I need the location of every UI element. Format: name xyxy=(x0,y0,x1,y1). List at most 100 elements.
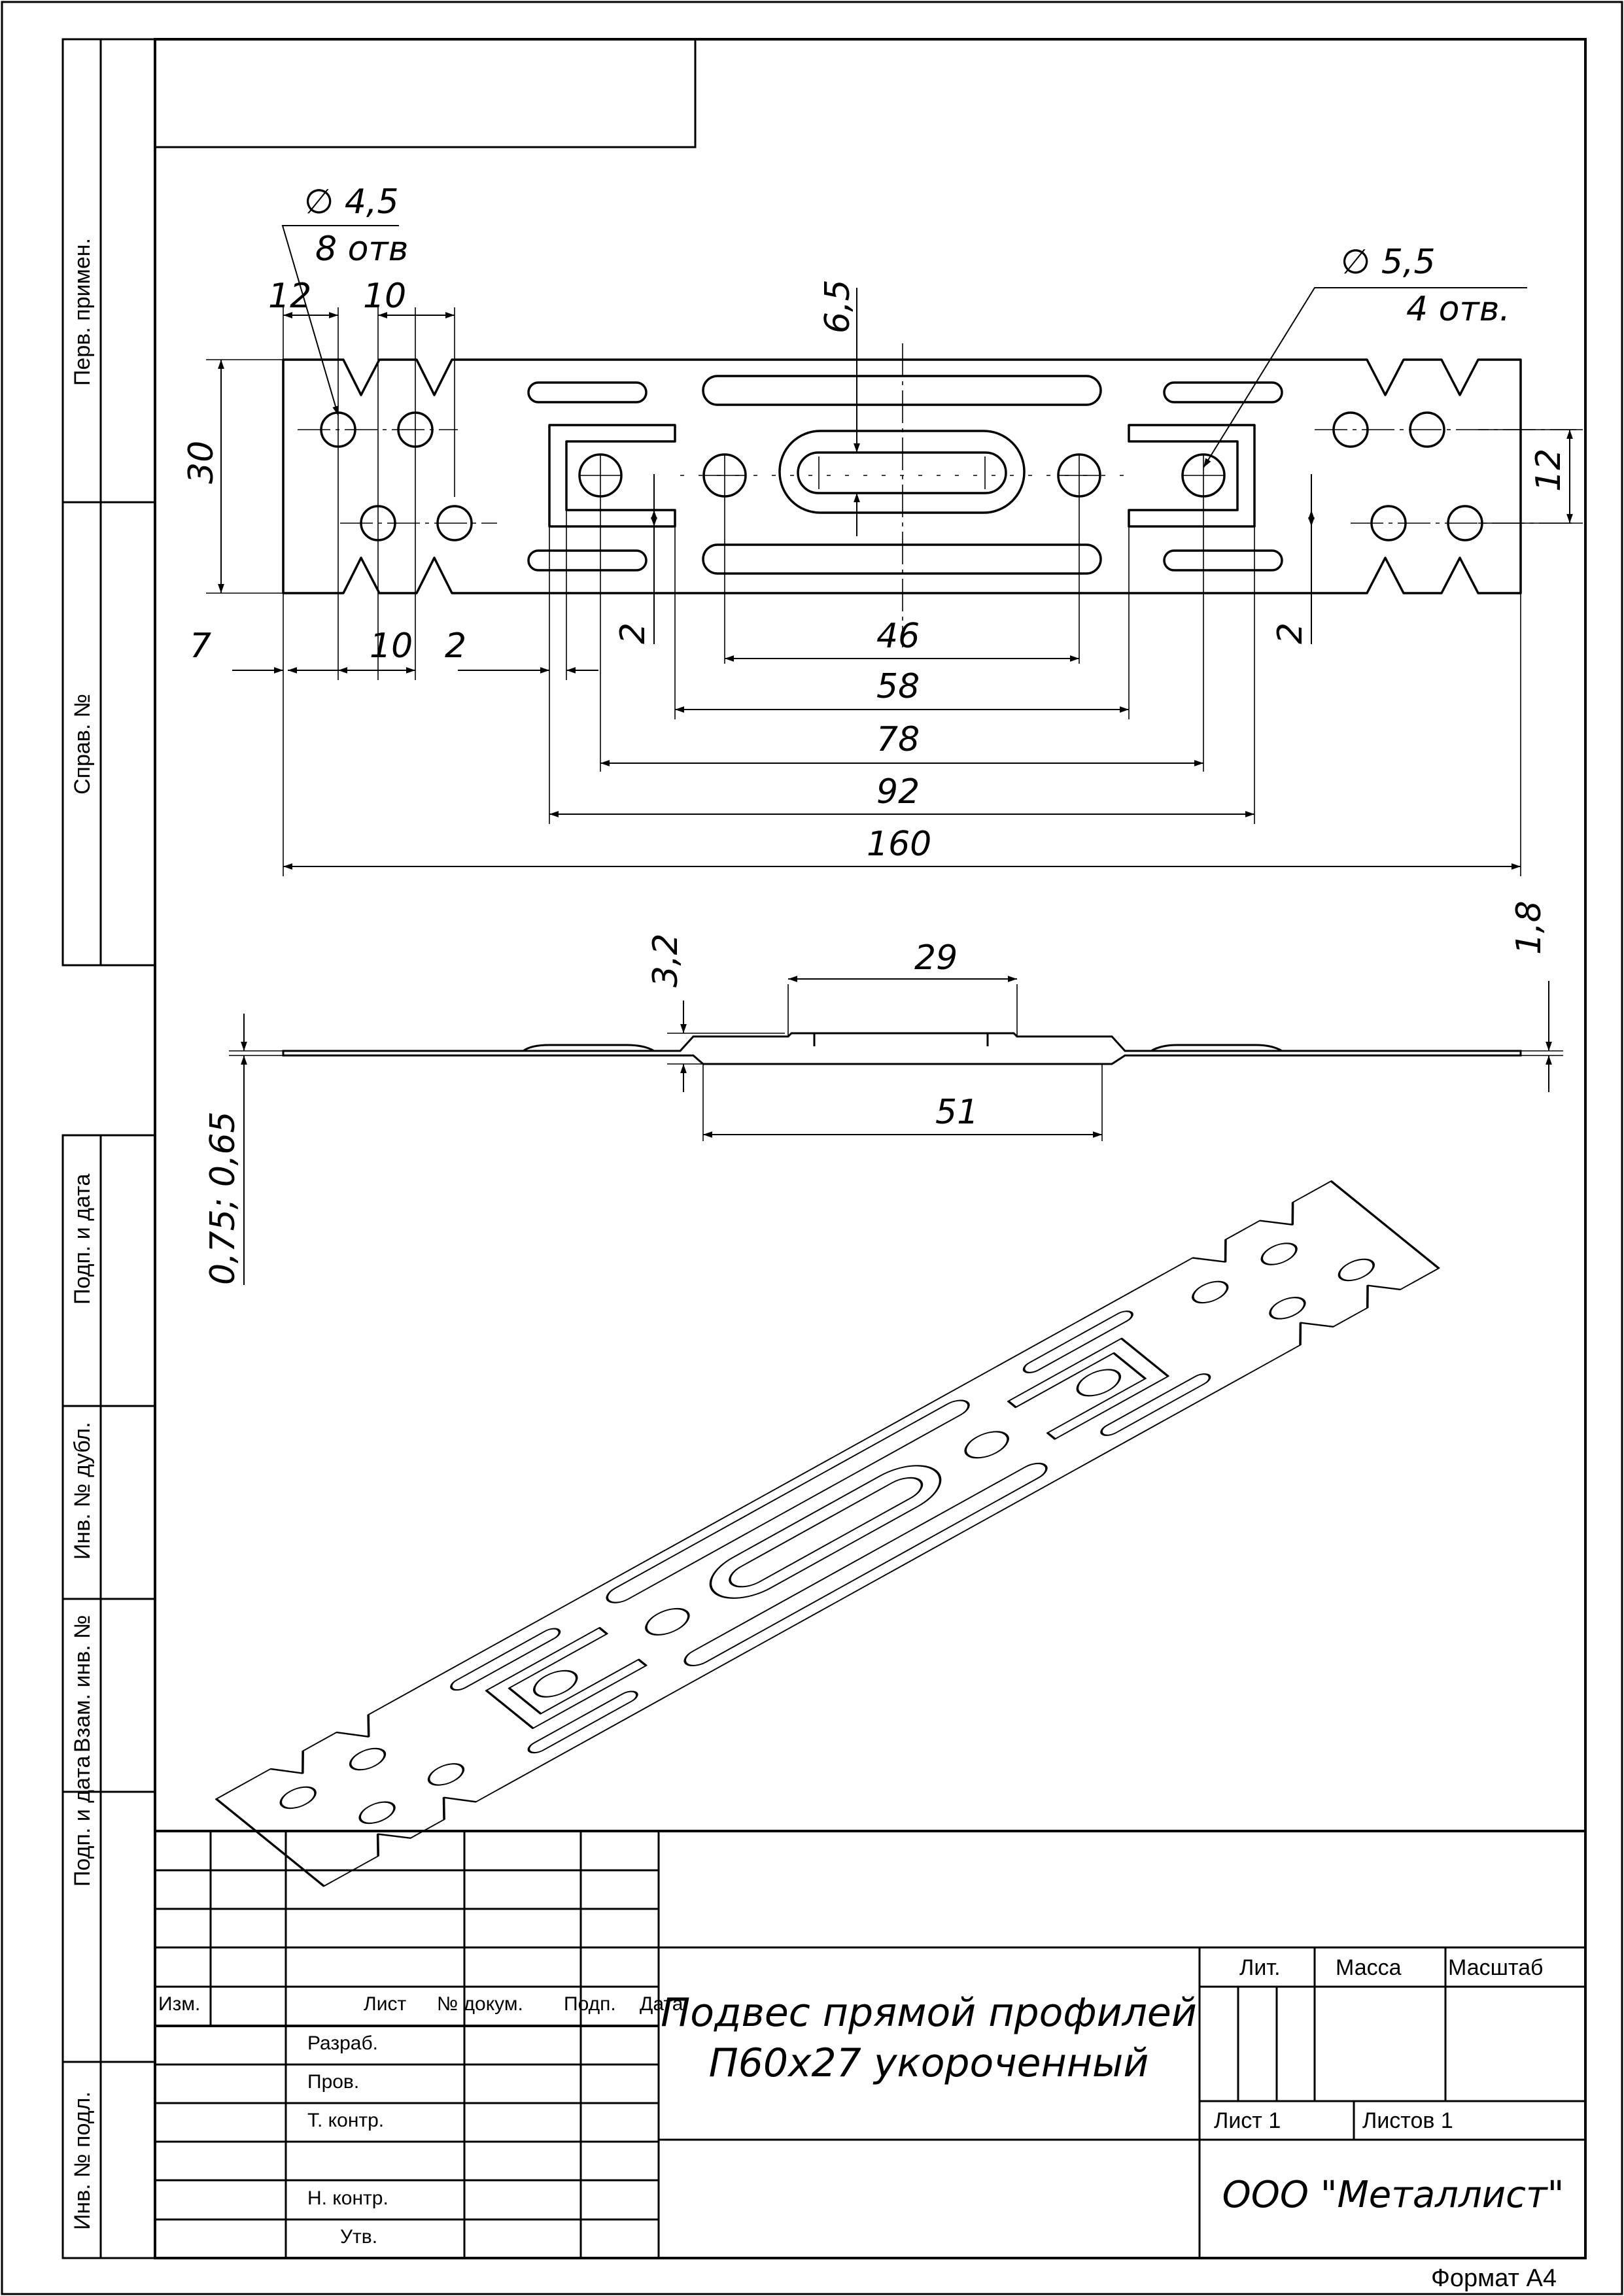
side-label-vzam-inv: Взам. инв. № xyxy=(70,1615,95,1753)
slot xyxy=(527,549,648,572)
label-listov-1: Листов 1 xyxy=(1362,2108,1453,2133)
label-podp: Подп. xyxy=(564,1993,616,2015)
plan-view xyxy=(282,358,1522,594)
slot xyxy=(1163,549,1283,572)
iso-large-hole xyxy=(533,1670,578,1698)
plan-outline xyxy=(282,358,1522,594)
slot xyxy=(527,381,648,403)
small-hole-count: 8 отв xyxy=(315,230,408,269)
label-list: Лист xyxy=(364,1993,406,2015)
dim-29: 29 xyxy=(914,938,958,978)
dim-10-top: 10 xyxy=(363,277,406,316)
label-massa: Масса xyxy=(1336,1955,1402,1980)
dim-78: 78 xyxy=(876,720,920,759)
center-oblong-inner xyxy=(797,451,1007,494)
iso-slot xyxy=(1100,1373,1211,1436)
left-tab xyxy=(548,424,676,528)
dim-51: 51 xyxy=(935,1093,978,1132)
label-n-kontr: Н. контр. xyxy=(307,2187,389,2209)
dim-2-right: 2 xyxy=(1271,623,1310,644)
side-bend-left xyxy=(523,1044,655,1052)
dim-3-2: 3,2 xyxy=(646,933,685,987)
iso-large-hole xyxy=(1076,1369,1121,1397)
dim-58: 58 xyxy=(876,667,920,706)
iso-slot xyxy=(606,1399,970,1603)
iso-left-tab xyxy=(485,1627,648,1729)
label-list-1: Лист 1 xyxy=(1214,2108,1281,2133)
dimension-lines xyxy=(218,288,1573,870)
label-izm: Изм. xyxy=(158,1993,200,2015)
dim-2-bottom: 2 xyxy=(445,626,466,666)
label-masshtab: Масштаб xyxy=(1448,1955,1543,1980)
iso-small-hole xyxy=(349,1747,387,1771)
slot xyxy=(702,543,1102,575)
side-view xyxy=(282,1032,1522,1065)
iso-large-hole xyxy=(964,1431,1009,1459)
dim-30: 30 xyxy=(182,441,221,484)
label-utv: Утв. xyxy=(340,2226,377,2248)
extension-lines xyxy=(206,307,1583,876)
iso-center-oblong xyxy=(709,1465,942,1599)
iso-small-hole xyxy=(1260,1242,1298,1265)
dim-46: 46 xyxy=(876,617,920,656)
iso-center-oblong-inner xyxy=(729,1477,924,1588)
iso-small-hole xyxy=(1269,1297,1306,1320)
iso-small-hole xyxy=(1338,1258,1375,1282)
isometric-view xyxy=(215,1180,1440,1887)
dim-2-left: 2 xyxy=(613,623,653,644)
dim-7: 7 xyxy=(190,626,211,666)
iso-small-hole xyxy=(279,1786,317,1809)
center-oblong-outer xyxy=(778,430,1026,514)
large-hole-count: 4 отв. xyxy=(1406,290,1510,329)
side-label-podp-data-2: Подп. и дата xyxy=(70,1756,95,1887)
side-label-sprav-no: Справ. № xyxy=(70,694,95,795)
dim-160: 160 xyxy=(867,825,931,864)
slot xyxy=(702,375,1102,406)
iso-small-hole xyxy=(358,1801,396,1825)
iso-large-hole xyxy=(645,1607,690,1636)
iso-slot xyxy=(450,1628,561,1691)
label-no-dokum: № докум. xyxy=(437,1993,523,2015)
label-razrab: Разраб. xyxy=(307,2032,378,2054)
sheet-format: Формат А4 xyxy=(1431,2265,1557,2292)
side-label-perv-primen: Перв. примен. xyxy=(70,238,95,386)
dim-12-right: 12 xyxy=(1529,449,1568,492)
plan-dimension-texts: ∅ 4,5 8 отв ∅ 5,5 4 отв. 12 10 6,5 30 12… xyxy=(182,182,1568,864)
dim-0-75-0-65: 0,75; 0,65 xyxy=(203,1111,243,1285)
side-label-podp-data: Подп. и дата xyxy=(70,1174,95,1305)
side-label-inv-dubl: Инв. № дубл. xyxy=(70,1422,95,1560)
slot xyxy=(1163,381,1283,403)
title-block xyxy=(154,1830,1587,2259)
plan-centerlines xyxy=(298,343,1576,647)
iso-outline xyxy=(215,1180,1440,1887)
dim-10-bottom: 10 xyxy=(370,626,413,666)
side-profile xyxy=(282,1032,1522,1065)
label-lit: Лит. xyxy=(1239,1955,1281,1980)
title-block-texts: Изм. Лист № докум. Подп. Дата Разраб. Пр… xyxy=(158,1955,1564,2248)
side-strips xyxy=(61,38,156,2259)
side-dimension-lines xyxy=(241,976,1552,1285)
side-extension-lines xyxy=(229,984,1563,1141)
large-hole-diameter: ∅ 5,5 xyxy=(1341,243,1436,282)
hole-leaders xyxy=(281,225,1527,468)
dim-1-8: 1,8 xyxy=(1510,900,1549,955)
small-hole-diameter: ∅ 4,5 xyxy=(304,182,399,222)
iso-right-tab xyxy=(1007,1337,1169,1440)
label-t-kontr: Т. контр. xyxy=(307,2110,384,2131)
label-prov: Пров. xyxy=(307,2071,359,2093)
iso-slot xyxy=(1022,1311,1133,1373)
iso-slot xyxy=(527,1690,638,1754)
organization-name: ООО "Металлист" xyxy=(1222,2174,1564,2216)
drawing-title-line-2: П60х27 укороченный xyxy=(709,2040,1149,2086)
dim-12: 12 xyxy=(268,277,311,316)
iso-small-hole xyxy=(427,1763,465,1786)
side-bend-right xyxy=(1150,1044,1283,1052)
label-data: Дата xyxy=(640,1993,683,2015)
iso-slot xyxy=(683,1462,1048,1667)
drawing-title-line-1: Подвес прямой профилей xyxy=(661,1990,1197,2036)
side-labels: Перв. примен. Справ. № Подп. и дата Инв.… xyxy=(70,238,95,2230)
side-dimension-texts: 3,2 29 51 1,8 0,75; 0,65 xyxy=(203,900,1549,1285)
dim-6-5: 6,5 xyxy=(818,279,857,334)
